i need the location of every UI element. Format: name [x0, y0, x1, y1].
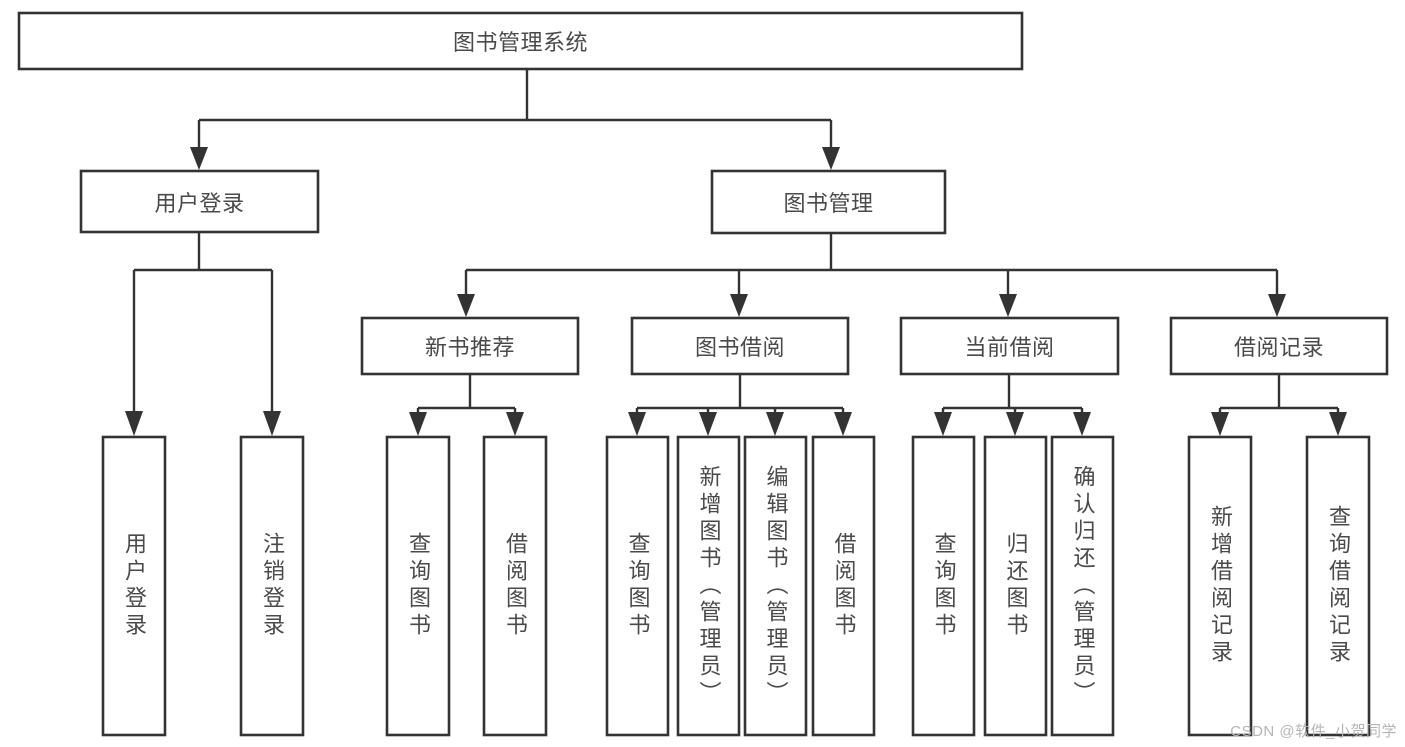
csdn-watermark: CSDN @软件_小贺同学	[1230, 723, 1397, 740]
node-box-leaf-user-login-1[interactable]	[239, 435, 305, 737]
node-box-leaf-book-borrow-1[interactable]	[676, 435, 741, 737]
arrow-head-leaf-book-borrow-2	[766, 412, 784, 436]
node-box-leaf-book-borrow-0[interactable]	[605, 435, 670, 737]
node-box-leaf-new-book-1[interactable]	[482, 435, 548, 737]
node-box-book-borrow[interactable]	[630, 316, 850, 376]
node-box-new-book-recommend[interactable]	[360, 316, 580, 376]
arrow-head-leaf-book-borrow-3	[834, 412, 852, 436]
node-box-leaf-book-borrow-3[interactable]	[811, 435, 876, 737]
node-box-leaf-book-borrow-2[interactable]	[743, 435, 808, 737]
node-box-root[interactable]	[17, 11, 1024, 71]
arrow-head-leaf-new-book-0	[409, 412, 427, 436]
node-box-current-borrow[interactable]	[899, 316, 1120, 376]
arrow-head-leaf-new-book-1	[506, 412, 524, 436]
arrow-head-user-login	[190, 147, 208, 170]
node-box-leaf-new-book-0[interactable]	[385, 435, 451, 737]
node-box-borrow-record[interactable]	[1169, 316, 1389, 376]
node-box-book-management[interactable]	[710, 169, 947, 235]
node-box-leaf-borrow-record-1[interactable]	[1305, 435, 1371, 737]
arrow-head-leaf-current-borrow-1	[1006, 412, 1024, 436]
arrow-head-leaf-user-login-1	[263, 411, 281, 436]
arrow-head-book-borrow	[730, 294, 748, 317]
arrow-head-book-management	[822, 147, 840, 170]
node-box-leaf-current-borrow-1[interactable]	[983, 435, 1048, 737]
arrow-head-new-book-recommend	[457, 294, 475, 317]
arrow-head-leaf-book-borrow-0	[628, 412, 646, 436]
arrow-head-leaf-borrow-record-0	[1211, 412, 1229, 436]
arrow-head-leaf-current-borrow-2	[1073, 412, 1091, 436]
arrow-head-borrow-record	[1268, 294, 1286, 317]
node-box-leaf-borrow-record-0[interactable]	[1187, 435, 1253, 737]
node-box-user-login[interactable]	[79, 169, 320, 234]
arrow-head-current-borrow	[999, 294, 1017, 317]
node-box-leaf-current-borrow-2[interactable]	[1050, 435, 1115, 737]
arrow-head-leaf-user-login-0	[125, 411, 143, 436]
arrow-head-leaf-current-borrow-0	[934, 412, 952, 436]
node-box-leaf-user-login-0[interactable]	[101, 435, 167, 737]
arrow-head-leaf-book-borrow-1	[699, 412, 717, 436]
node-box-leaf-current-borrow-0[interactable]	[911, 435, 976, 737]
arrow-head-leaf-borrow-record-1	[1329, 412, 1347, 436]
